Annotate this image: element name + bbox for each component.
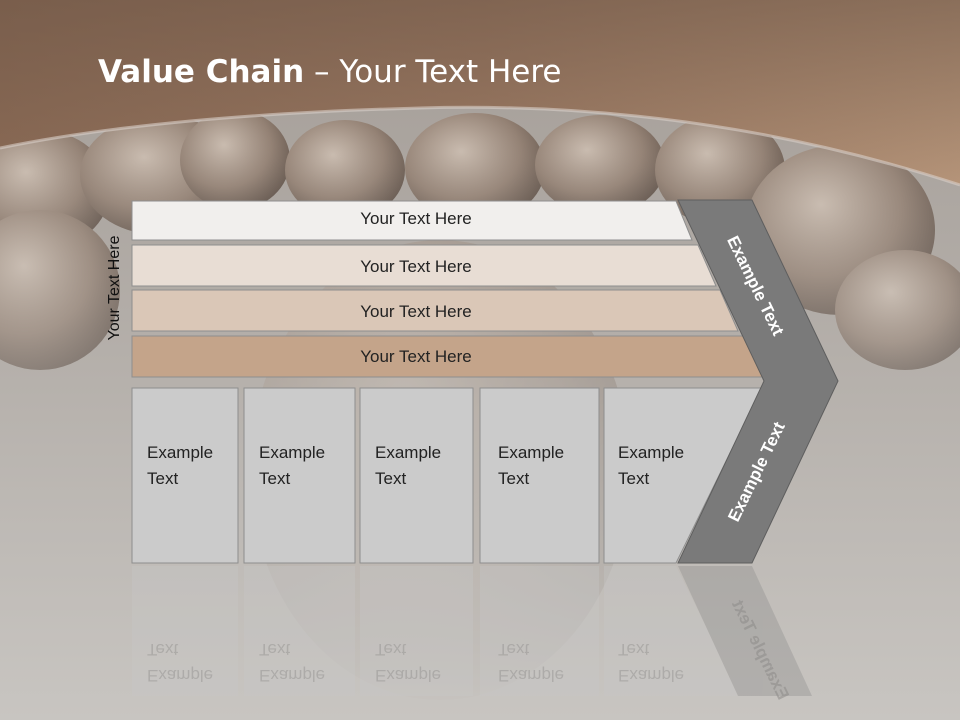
cell-label-3-line1: Example xyxy=(375,443,442,462)
cell-label-3-line2: Text xyxy=(375,469,407,488)
cell-label-1: Example Text xyxy=(147,440,213,492)
chevron-arrow xyxy=(677,199,839,564)
cell-reflection-2 xyxy=(244,566,355,696)
cell-reflection-4 xyxy=(480,566,599,696)
cell-box-5 xyxy=(603,387,763,564)
cell-label-1-line2: Text xyxy=(147,469,179,488)
slide-title: Value Chain – Your Text Here xyxy=(98,54,561,90)
cell-label-4: Example Text xyxy=(498,440,564,492)
row-bar-3 xyxy=(131,289,739,332)
cell-label-4-line2: Text xyxy=(498,469,530,488)
cell-reflection-1 xyxy=(132,566,238,696)
cell-reflection-5 xyxy=(604,566,740,696)
row-bar-2 xyxy=(131,244,717,287)
chevron-reflection xyxy=(678,566,812,696)
cell-box-4 xyxy=(479,387,600,564)
cell-label-3: Example Text xyxy=(375,440,441,492)
cell-label-2: Example Text xyxy=(259,440,325,492)
cell-label-1-line1: Example xyxy=(147,443,214,462)
cell-label-5-line2: Text xyxy=(618,469,650,488)
cell-label-5-line1: Example xyxy=(618,443,685,462)
cell-label-5: Example Text xyxy=(618,440,684,492)
slide-title-rest: – Your Text Here xyxy=(304,54,562,90)
cell-label-2-line1: Example xyxy=(259,443,326,462)
cell-box-1 xyxy=(131,387,239,564)
cell-box-3 xyxy=(359,387,474,564)
row-bar-1 xyxy=(131,200,693,241)
row-label-3: Your Text Here xyxy=(360,302,472,321)
cell-reflection-3 xyxy=(360,566,473,696)
slide-title-bold: Value Chain xyxy=(98,54,305,90)
row-label-1: Your Text Here xyxy=(360,209,472,228)
cell-label-2-line2: Text xyxy=(259,469,291,488)
cell-box-2 xyxy=(243,387,356,564)
row-label-4: Your Text Here xyxy=(360,347,472,366)
row-label-2: Your Text Here xyxy=(360,257,472,276)
cell-label-4-line1: Example xyxy=(498,443,565,462)
